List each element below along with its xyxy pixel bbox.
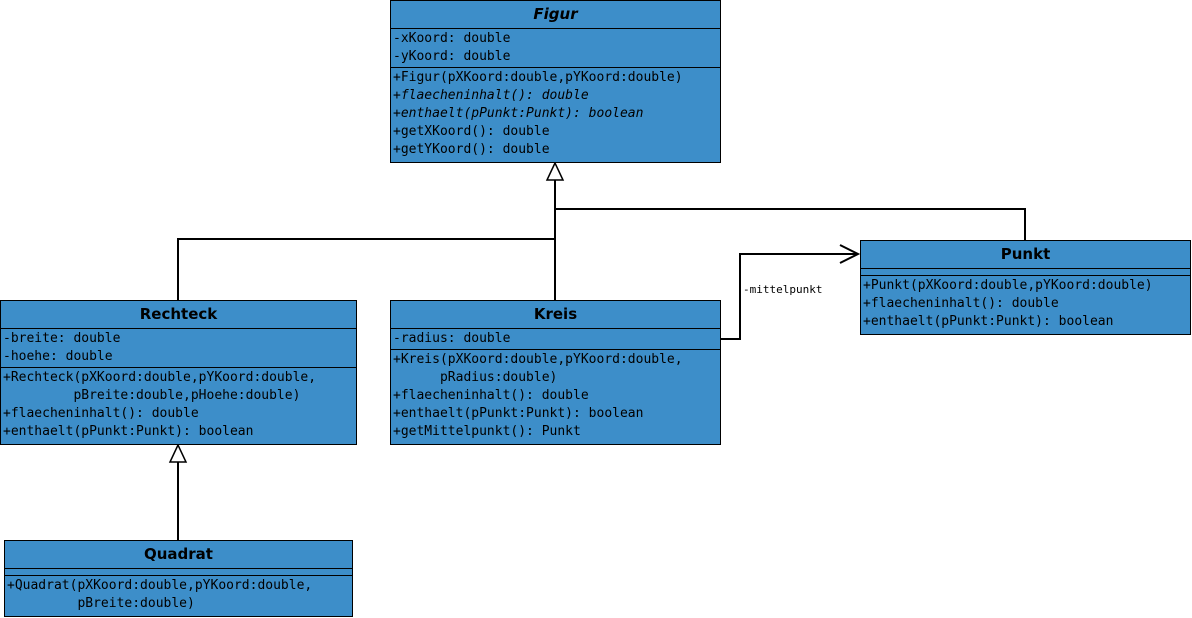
method: +flaecheninhalt(): double xyxy=(863,296,1059,311)
attributes-section: -radius: double xyxy=(391,329,720,349)
class-quadrat[interactable]: Quadrat +Quadrat(pXKoord:double,pYKoord:d… xyxy=(4,540,353,617)
methods-section: +Kreis(pXKoord:double,pYKoord:double, pR… xyxy=(391,349,720,442)
association-label: -mittelpunkt xyxy=(743,283,823,296)
method: +Rechteck(pXKoord:double,pYKoord:double,… xyxy=(3,370,317,403)
class-name: Punkt xyxy=(861,241,1190,269)
class-kreis[interactable]: Kreis -radius: double +Kreis(pXKoord:doubl… xyxy=(390,300,721,445)
method: +enthaelt(pPunkt:Punkt): boolean xyxy=(393,106,644,121)
methods-section: +Punkt(pXKoord:double,pYKoord:double) +fl… xyxy=(861,275,1190,332)
method: +Figur(pXKoord:double,pYKoord:double) xyxy=(393,70,683,85)
method: +enthaelt(pPunkt:Punkt): boolean xyxy=(393,406,644,421)
attributes-section: -breite: double -hoehe: double xyxy=(1,329,356,367)
method: +enthaelt(pPunkt:Punkt): boolean xyxy=(863,314,1114,329)
method: +flaecheninhalt(): double xyxy=(393,88,589,103)
methods-section: +Figur(pXKoord:double,pYKoord:double) +fl… xyxy=(391,67,720,160)
class-figur[interactable]: Figur -xKoord: double -yKoord: double +Figu… xyxy=(390,0,721,163)
attribute: -radius: double xyxy=(393,331,511,346)
class-name: Rechteck xyxy=(1,301,356,329)
methods-section: +Quadrat(pXKoord:double,pYKoord:double, … xyxy=(5,575,352,614)
method: +Kreis(pXKoord:double,pYKoord:double, pR… xyxy=(393,352,683,385)
attributes-section: -xKoord: double -yKoord: double xyxy=(391,29,720,67)
attribute: -yKoord: double xyxy=(393,49,511,64)
attribute: -hoehe: double xyxy=(3,349,113,364)
class-punkt[interactable]: Punkt +Punkt(pXKoord:double,pYKoord:doubl… xyxy=(860,240,1191,335)
method: +getXKoord(): double xyxy=(393,124,550,139)
class-rechteck[interactable]: Rechteck -breite: double -hoehe: double +Re… xyxy=(0,300,357,445)
method: +getMittelpunkt(): Punkt xyxy=(393,424,581,439)
inheritance-triangle-rechteck xyxy=(168,443,188,463)
attribute: -breite: double xyxy=(3,331,121,346)
generalization-rechteck-figur xyxy=(177,238,555,300)
inheritance-triangle-figur xyxy=(545,161,565,181)
class-name: Figur xyxy=(391,1,720,29)
generalization-punkt-figur xyxy=(555,208,1026,240)
class-name: Quadrat xyxy=(5,541,352,569)
method: +getYKoord(): double xyxy=(393,142,550,157)
method: +flaecheninhalt(): double xyxy=(393,388,589,403)
class-name: Kreis xyxy=(391,301,720,329)
methods-section: +Rechteck(pXKoord:double,pYKoord:double,… xyxy=(1,367,356,442)
attribute: -xKoord: double xyxy=(393,31,511,46)
open-arrow-head xyxy=(839,244,861,264)
method: +flaecheninhalt(): double xyxy=(3,406,199,421)
association-mittelpunkt xyxy=(720,253,858,340)
method: +Punkt(pXKoord:double,pYKoord:double) xyxy=(863,278,1153,293)
method: +Quadrat(pXKoord:double,pYKoord:double, … xyxy=(7,578,313,611)
method: +enthaelt(pPunkt:Punkt): boolean xyxy=(3,424,254,439)
